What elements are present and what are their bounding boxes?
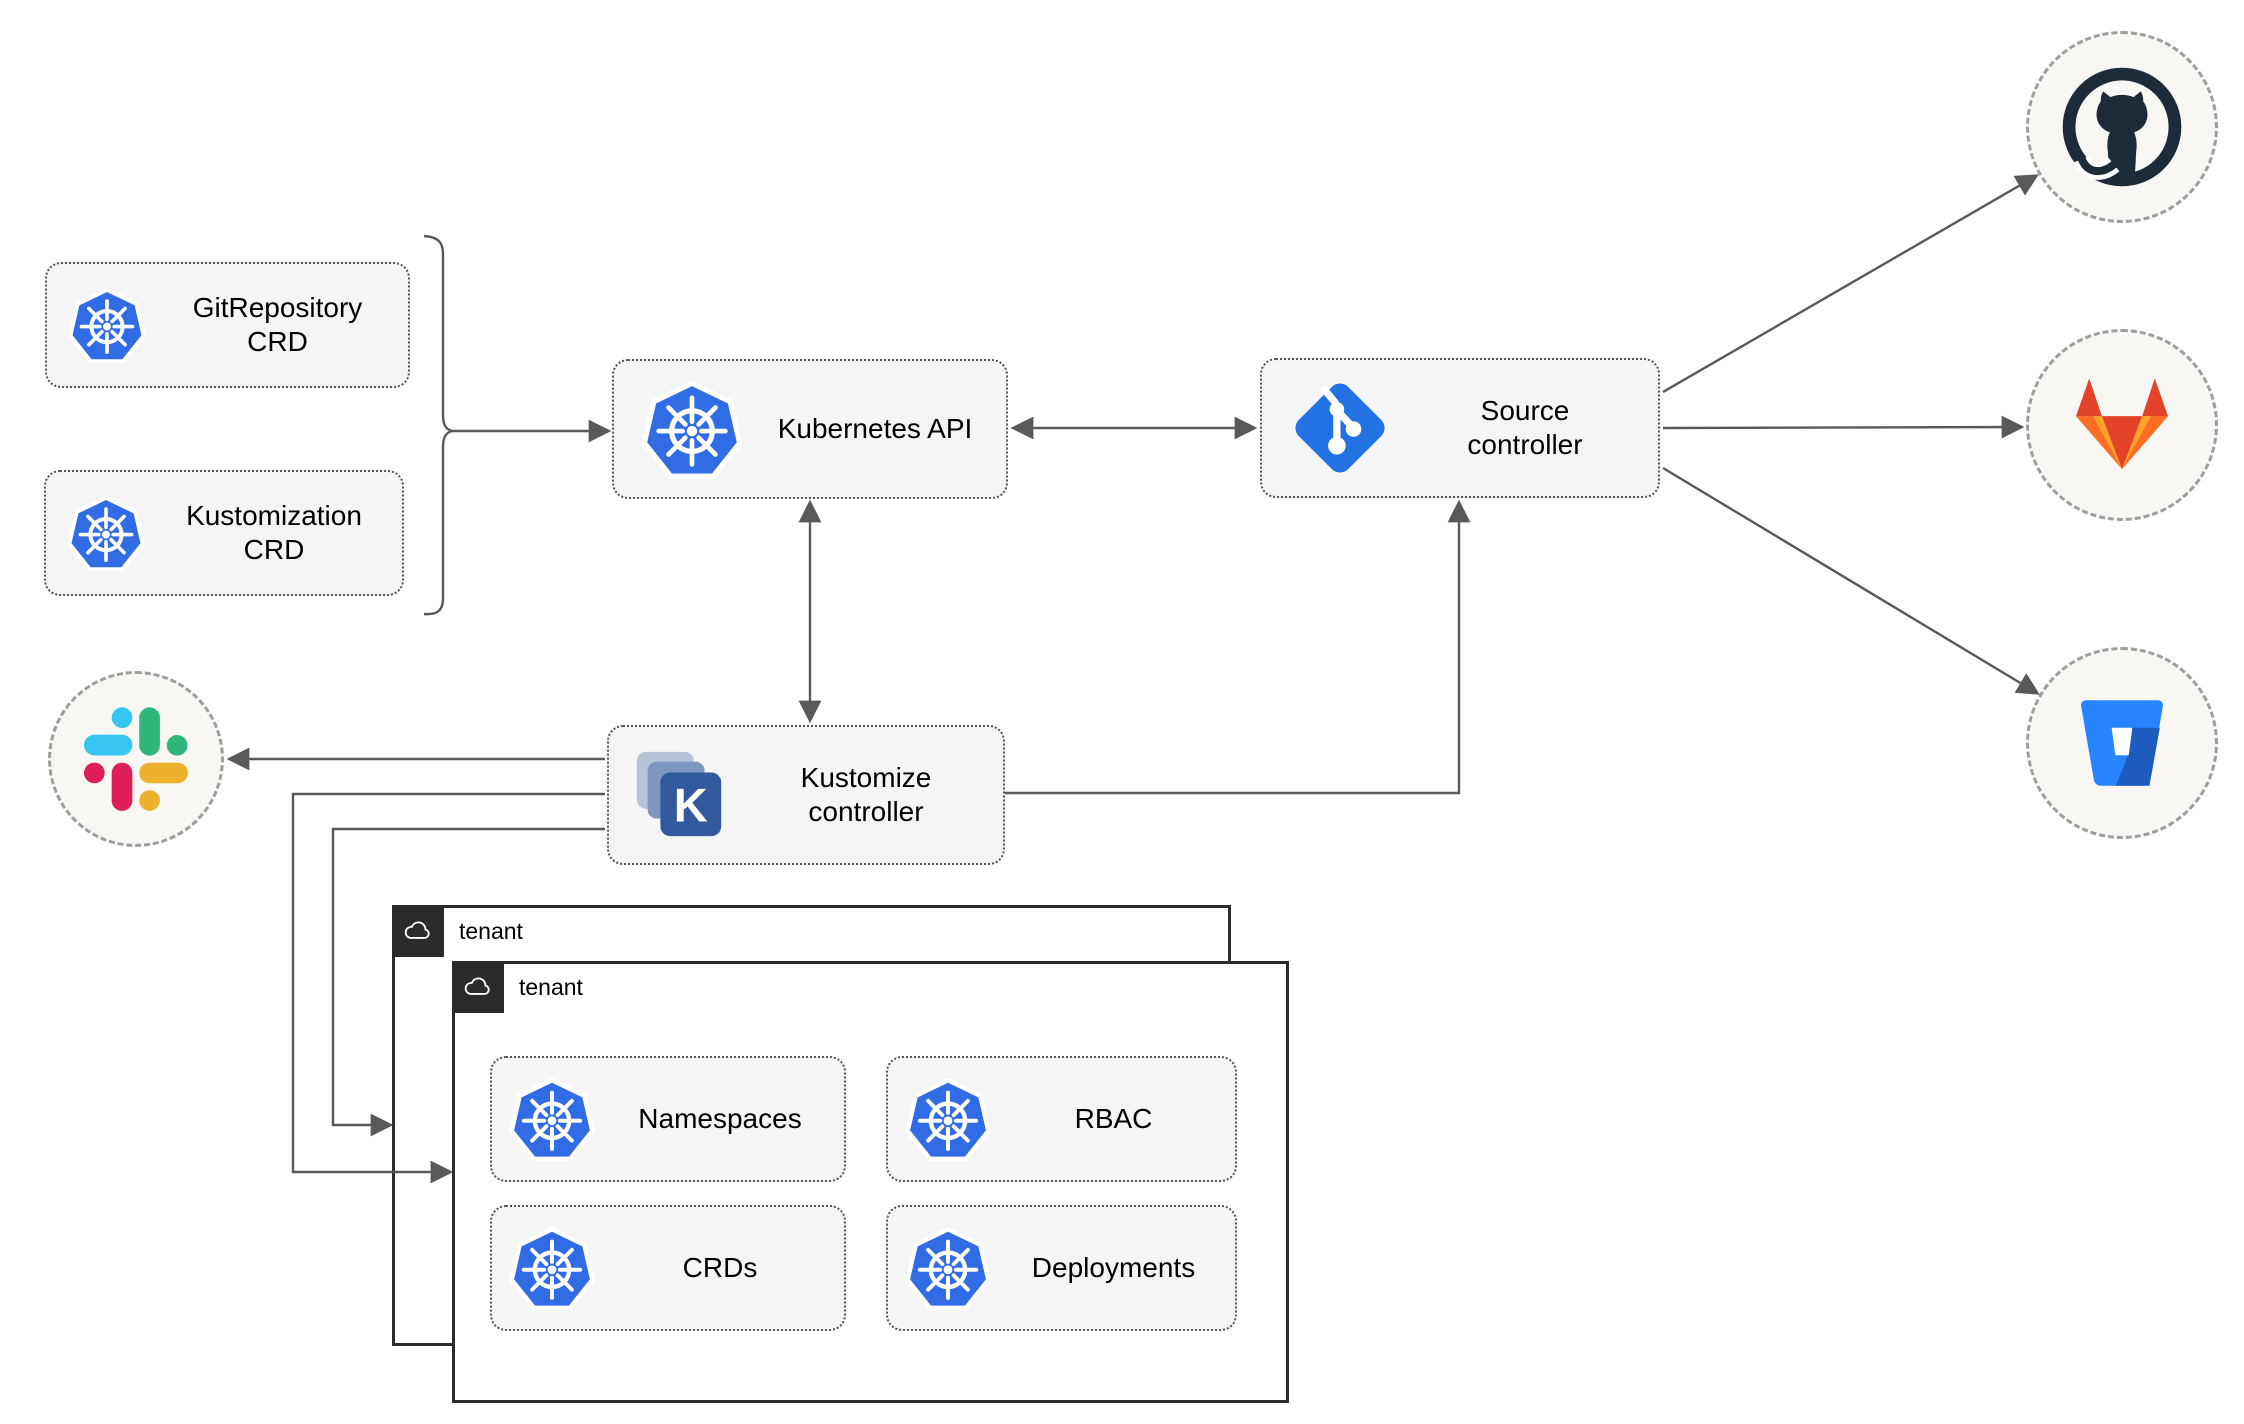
kubernetes-icon [904, 1224, 992, 1312]
tenant-back-tab [392, 905, 444, 957]
node-deployments: Deployments [886, 1205, 1237, 1331]
node-crds: CRDs [490, 1205, 846, 1331]
arrow-kustomize-to-source [1005, 499, 1471, 795]
node-gitrepository-crd: GitRepository CRD [45, 262, 410, 388]
node-label: Kubernetes API [777, 412, 973, 444]
arrow-source-to-github [1662, 174, 2039, 394]
node-namespaces: Namespaces [490, 1056, 846, 1182]
node-label: Kustomization CRD [186, 499, 362, 565]
node-kustomization-crd: Kustomization CRD [44, 470, 404, 596]
kustomize-icon [631, 746, 729, 844]
node-source-controller: Source controller [1260, 358, 1660, 498]
gitlab-node [2026, 329, 2218, 521]
git-icon [1288, 376, 1392, 480]
kubernetes-icon [67, 285, 147, 365]
bitbucket-node [2026, 647, 2218, 839]
node-label: RBAC [1074, 1102, 1153, 1134]
node-label: Source controller [1467, 394, 1583, 460]
kubernetes-icon [640, 377, 744, 481]
gitlab-icon [2059, 362, 2185, 488]
kubernetes-icon [904, 1075, 992, 1163]
crd-group-brace [423, 234, 457, 616]
tenant-back-label: tenant [459, 918, 523, 944]
github-icon [2055, 60, 2189, 194]
node-label: Namespaces [638, 1102, 802, 1134]
cloud-icon [463, 976, 493, 998]
node-rbac: RBAC [886, 1056, 1237, 1182]
node-label: CRDs [682, 1251, 758, 1283]
node-label: Kustomize controller [800, 761, 932, 827]
slack-icon [84, 707, 188, 811]
bitbucket-icon [2061, 682, 2183, 804]
tenant-container-front: tenant [452, 961, 1289, 1403]
github-node [2026, 31, 2218, 223]
slack-node [48, 671, 224, 847]
node-kubernetes-api: Kubernetes API [612, 359, 1008, 499]
arrow-source-to-bitbucket [1662, 466, 2040, 695]
tenant-front-label: tenant [519, 974, 583, 1000]
tenant-front-tab [452, 961, 504, 1013]
node-label: Deployments [1031, 1251, 1196, 1283]
kubernetes-icon [508, 1224, 596, 1312]
node-label: GitRepository CRD [192, 291, 363, 357]
arrow-source-to-gitlab [1662, 415, 2025, 439]
kubernetes-icon [66, 493, 146, 573]
kubernetes-icon [508, 1075, 596, 1163]
node-kustomize-controller: Kustomize controller [607, 725, 1005, 865]
cloud-icon [403, 920, 433, 942]
